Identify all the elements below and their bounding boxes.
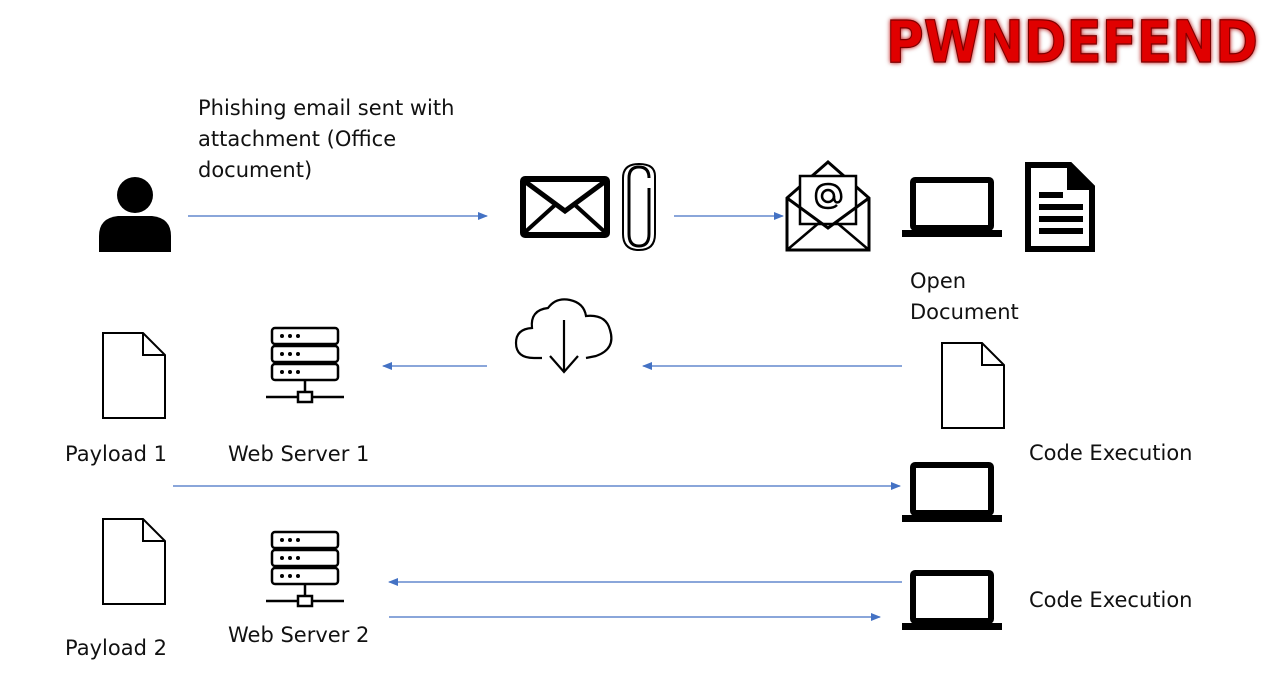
open-document-label: Open Document [910,269,1019,324]
text-document-icon [1025,162,1095,252]
web-server-1-label: Web Server 1 [228,442,370,466]
laptop-icon [902,177,1002,237]
payload-2-file-icon [102,518,166,605]
open-envelope-at-icon [785,160,871,252]
svg-text:PWNDEFEND: PWNDEFEND [886,8,1258,76]
pwndefend-logo: PWNDEFEND [885,7,1258,76]
code-exec-laptop-2-icon [902,570,1002,630]
payload-2-label: Payload 2 [65,636,167,660]
web-server-2-label: Web Server 2 [228,623,370,647]
envelope-icon [520,176,610,238]
code-exec-laptop-1-icon [902,462,1002,522]
cloud-download-icon [514,298,613,374]
code-execution-2-label: Code Execution [1029,588,1193,612]
code-execution-1-label: Code Execution [1029,441,1193,465]
server-2-icon [266,530,344,608]
server-1-icon [266,326,344,404]
payload-1-file-icon [102,332,166,419]
phishing-email-label: Phishing email sent with attachment (Off… [198,96,455,182]
paperclip-icon [622,162,656,252]
payload-1-label: Payload 1 [65,442,167,466]
person-icon [99,177,171,252]
file-icon [941,342,1005,429]
